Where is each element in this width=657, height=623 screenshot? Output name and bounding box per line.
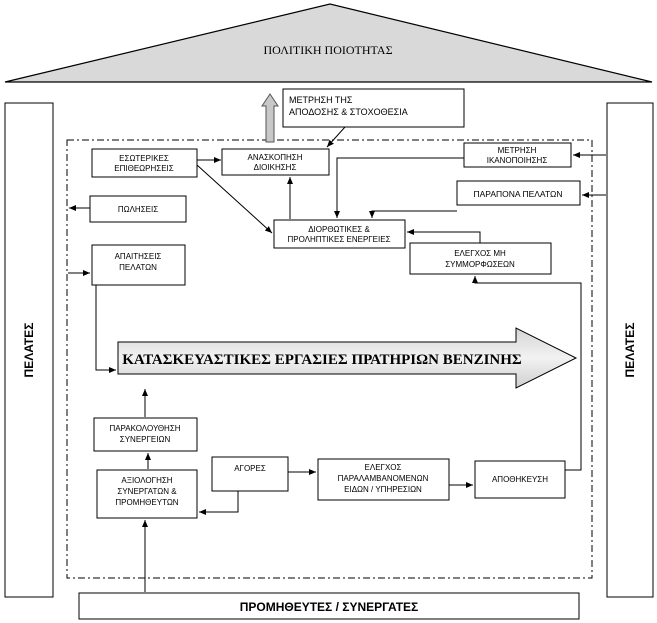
- customer-requirements-line2: ΠΕΛΑΤΩΝ: [119, 263, 157, 272]
- nonconformity-control-box: ΕΛΕΓΧΟΣ ΜΗ ΣΥΜΜΟΡΦΩΣΕΩΝ: [409, 242, 552, 275]
- main-process-label: ΚΑΤΑΣΚΕΥΑΣΤΙΚΕΣ ΕΡΓΑΣΙΕΣ ΠΡΑΤΗΡΙΩΝ ΒΕΝΖΙ…: [122, 352, 522, 368]
- management-review-line1: ΑΝΑΣΚΟΠΗΣΗ: [248, 153, 303, 162]
- storage-label: ΑΠΟΘΗΚΕΥΣΗ: [492, 475, 548, 484]
- supplier-evaluation-line2: ΣΥΝΕΡΓΑΤΩΝ &: [117, 487, 177, 496]
- connector-purchases-evaluation: [199, 491, 239, 515]
- purchases-box: ΑΓΟΡΕΣ: [211, 456, 289, 492]
- supplier-evaluation-line1: ΑΞΙΟΛΟΓΗΣΗ: [121, 476, 172, 485]
- customer-complaints-box: ΠΑΡΑΠΟΝΑ ΠΕΛΑΤΩΝ: [456, 180, 581, 206]
- connector-requirements-process: [95, 285, 116, 373]
- corrective-actions-line1: ΔΙΟΡΘΩΤΙΚΕΣ &: [308, 225, 370, 234]
- left-pillar: ΠΕΛΑΤΕΣ: [4, 102, 54, 598]
- customer-requirements-line1: ΑΠΑΙΤΗΣΕΙΣ: [115, 252, 162, 261]
- connector-measurement-review: [326, 126, 346, 148]
- management-review-line2: ΔΙΟΙΚΗΣΗΣ: [254, 163, 297, 172]
- connector-audits-corrective: [196, 164, 273, 234]
- satisfaction-measurement-line2: ΙΚΑΝΟΠΟΙΗΣΗΣ: [487, 156, 548, 165]
- right-pillar-label: ΠΕΛΑΤΕΣ: [623, 323, 637, 378]
- satisfaction-measurement-box: ΜΕΤΡΗΣΗ ΙΚΑΝΟΠΟΙΗΣΗΣ: [463, 142, 572, 168]
- incoming-inspection-line1: ΕΛΕΓΧΟΣ: [365, 463, 402, 472]
- incoming-inspection-line3: ΕΙΔΩΝ / ΥΠΗΡΕΣΙΩΝ: [344, 485, 422, 494]
- main-process-arrow: ΚΑΤΑΣΚΕΥΑΣΤΙΚΕΣ ΕΡΓΑΣΙΕΣ ΠΡΑΤΗΡΙΩΝ ΒΕΝΖΙ…: [117, 327, 578, 389]
- connector-satisfaction-corrective: [334, 157, 464, 218]
- connector-complaints-corrective: [369, 210, 457, 218]
- supplier-evaluation-box: ΑΞΙΟΛΟΓΗΣΗ ΣΥΝΕΡΓΑΤΩΝ & ΠΡΟΜΗΘΕΥΤΩΝ: [96, 469, 198, 519]
- connector-storage-nonconformity: [472, 276, 582, 471]
- performance-measurement-line1: ΜΕΤΡΗΣΗ ΤΗΣ: [289, 95, 353, 105]
- left-pillar-label: ΠΕΛΑΤΕΣ: [22, 323, 36, 378]
- crew-monitoring-box: ΠΑΡΑΚΟΛΟΥΘΗΣΗ ΣΥΝΕΡΓΕΙΩΝ: [93, 417, 198, 452]
- purchases-label: ΑΓΟΡΕΣ: [234, 464, 266, 473]
- incoming-inspection-box: ΕΛΕΓΧΟΣ ΠΑΡΑΛΑΜΒΑΝΟΜΕΝΩΝ ΕΙΔΩΝ / ΥΠΗΡΕΣΙ…: [317, 458, 450, 501]
- right-pillar: ΠΕΛΑΤΕΣ: [606, 102, 654, 598]
- performance-measurement-box: ΜΕΤΡΗΣΗ ΤΗΣ ΑΠΟΔΟΣΗΣ & ΣΤΟΧΟΘΕΣΙΑ: [282, 88, 465, 128]
- customer-requirements-box: ΑΠΑΙΤΗΣΕΙΣ ΠΕΛΑΤΩΝ: [91, 244, 186, 286]
- sales-box: ΠΩΛΗΣΕΙΣ: [89, 195, 187, 223]
- internal-audits-line1: ΕΣΩΤΕΡΙΚΕΣ: [119, 154, 169, 163]
- supplier-evaluation-line3: ΠΡΟΜΗΘΕΥΤΩΝ: [115, 498, 178, 507]
- base: ΠΡΟΜΗΘΕΥΤΕΣ / ΣΥΝΕΡΓΑΤΕΣ: [78, 592, 580, 620]
- customer-complaints-label: ΠΑΡΑΠΟΝΑ ΠΕΛΑΤΩΝ: [473, 189, 562, 199]
- roof-label: ΠΟΛΙΤΙΚΗ ΠΟΙΟΤΗΤΑΣ: [263, 43, 392, 57]
- internal-audits-box: ΕΣΩΤΕΡΙΚΕΣ ΕΠΙΘΕΩΡΗΣΕΙΣ: [91, 148, 198, 178]
- connectors: [68, 126, 606, 592]
- crew-monitoring-line2: ΣΥΝΕΡΓΕΙΩΝ: [120, 435, 171, 444]
- sales-label: ΠΩΛΗΣΕΙΣ: [118, 205, 158, 214]
- connector-nonconformity-corrective: [407, 229, 481, 243]
- process-boundary: [66, 139, 593, 579]
- management-review-box: ΑΝΑΣΚΟΠΗΣΗ ΔΙΟΙΚΗΣΗΣ: [221, 148, 330, 176]
- crew-monitoring-line1: ΠΑΡΑΚΟΛΟΥΘΗΣΗ: [109, 424, 180, 433]
- incoming-inspection-line2: ΠΑΡΑΛΑΜΒΑΝΟΜΕΝΩΝ: [338, 474, 429, 483]
- up-arrow-icon: [261, 93, 279, 143]
- base-label: ΠΡΟΜΗΘΕΥΤΕΣ / ΣΥΝΕΡΓΑΤΕΣ: [240, 600, 419, 614]
- nonconformity-control-line2: ΣΥΜΜΟΡΦΩΣΕΩΝ: [445, 260, 515, 269]
- performance-measurement-line2: ΑΠΟΔΟΣΗΣ & ΣΤΟΧΟΘΕΣΙΑ: [289, 107, 408, 117]
- corrective-actions-box: ΔΙΟΡΘΩΤΙΚΕΣ & ΠΡΟΛΗΠΤΙΚΕΣ ΕΝΕΡΓΕΙΕΣ: [273, 219, 406, 249]
- nonconformity-control-line1: ΕΛΕΓΧΟΣ ΜΗ: [454, 249, 506, 258]
- storage-box: ΑΠΟΘΗΚΕΥΣΗ: [474, 460, 566, 499]
- corrective-actions-line2: ΠΡΟΛΗΠΤΙΚΕΣ ΕΝΕΡΓΕΙΕΣ: [287, 235, 390, 244]
- satisfaction-measurement-line1: ΜΕΤΡΗΣΗ: [498, 146, 537, 155]
- internal-audits-line2: ΕΠΙΘΕΩΡΗΣΕΙΣ: [114, 164, 173, 173]
- roof: ΠΟΛΙΤΙΚΗ ΠΟΙΟΤΗΤΑΣ: [4, 3, 653, 83]
